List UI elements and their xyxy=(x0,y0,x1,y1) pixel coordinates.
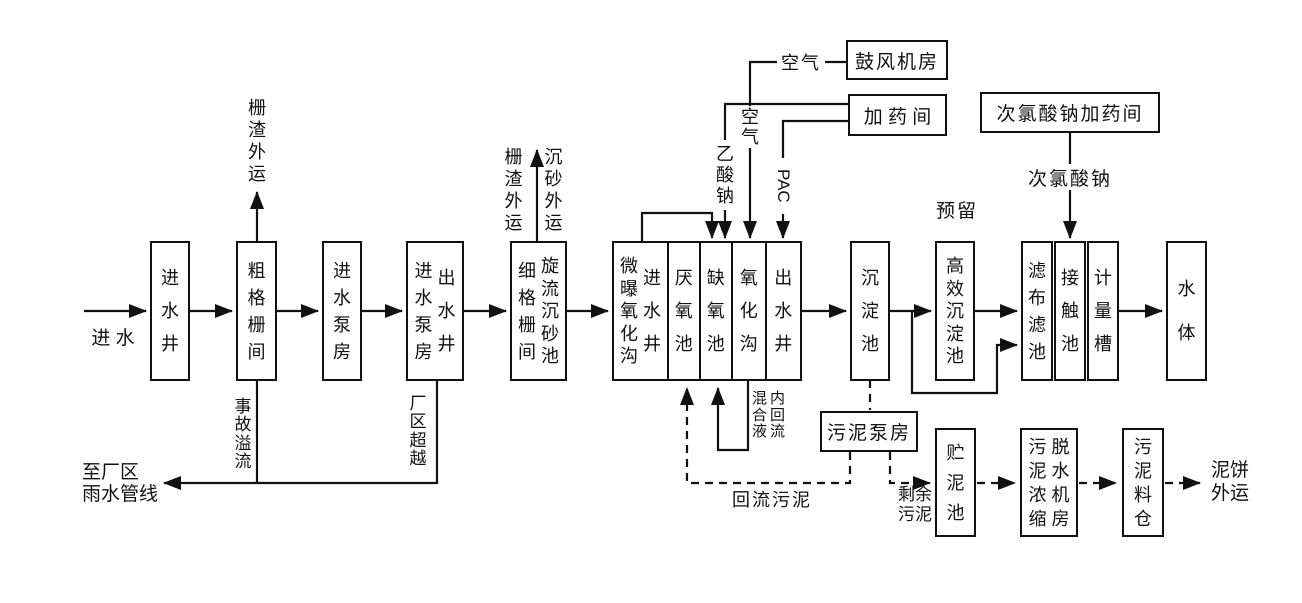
label-sodium-acetate: 乙酸钠 xyxy=(712,140,738,210)
cell-oxidation-ditch: 氧化沟 xyxy=(731,243,765,379)
cell-anoxic-tank: 缺氧池 xyxy=(698,243,732,379)
anoxic-tank-label: 缺氧池 xyxy=(706,268,725,354)
inlet-pump-column-label: 进水泵房 xyxy=(414,260,433,362)
box-hypochlorite-dosing-room: 次氯酸钠加药间 xyxy=(980,92,1160,133)
cell-ditch-outlet-well: 出水井 xyxy=(764,243,801,379)
water-body-label: 水体 xyxy=(1177,279,1196,343)
box-sedimentation-tank: 沉淀池 xyxy=(850,241,890,381)
box-inlet-well-label: 进水井 xyxy=(161,268,179,354)
outlet-well-column-label: 出水井 xyxy=(437,268,456,354)
box-inlet-well: 进水井 xyxy=(150,241,190,381)
label-sodium-hypochlorite: 次氯酸钠 xyxy=(1023,164,1117,190)
dashed-excess-sludge xyxy=(888,452,931,490)
label-reserved: 预留 xyxy=(935,200,978,222)
blower-room-label: 鼓风机房 xyxy=(854,51,939,73)
label-plant-bypass: 厂区超越 xyxy=(409,393,427,469)
label-air-horizontal: 空气 xyxy=(777,51,825,73)
line-air xyxy=(743,60,847,239)
sedimentation-tank-label: 沉淀池 xyxy=(861,268,879,354)
label-screenings-removal-coarse: 栅渣外运 xyxy=(248,98,266,184)
label-pac: PAC xyxy=(770,158,796,214)
label-accident-overflow: 事故溢流 xyxy=(234,396,252,472)
sludge-thickening-column-label: 污泥浓缩 xyxy=(1028,436,1047,529)
line-internal-recycle xyxy=(711,380,750,452)
hypochlorite-dosing-room-label: 次氯酸钠加药间 xyxy=(996,104,1144,125)
line-bypass-to-filter xyxy=(910,311,1018,395)
label-influent: 进 水 xyxy=(91,327,135,349)
box-sludge-pump-station: 污泥泵房 xyxy=(820,411,918,452)
label-screenings-removal-fine: 栅渣外运 xyxy=(504,147,523,233)
cell-cloth-media-filter: 滤布滤池 xyxy=(1021,241,1053,381)
box-high-efficiency-sedimentation-tank: 高效沉淀池 xyxy=(935,241,975,381)
label-air-vertical: 空气 xyxy=(737,106,763,148)
box-sludge-storage-tank: 贮泥池 xyxy=(935,428,976,537)
box-inlet-pump-station-label: 进水泵房 xyxy=(333,260,351,362)
label-mixed-liquor-internal-recycle: 混合液 内回流 xyxy=(752,391,785,439)
box-oxidation-ditch-unit: 微曝氧化沟 进水井 厌氧池 缺氧池 氧化沟 出水井 xyxy=(612,241,802,381)
label-sludge-cake-removal: 泥饼 外运 xyxy=(1211,460,1250,504)
high-efficiency-sedimentation-label: 高效沉淀池 xyxy=(946,256,964,366)
line-plant-bypass xyxy=(163,379,439,490)
box-filter-contact-measuring-group: 滤布滤池 接触池 计量槽 xyxy=(1021,241,1119,381)
box-fine-screen-grit: 细格栅间 旋流沉砂池 xyxy=(510,241,567,381)
ditch-outlet-well-label: 出水井 xyxy=(774,268,793,354)
box-water-body: 水体 xyxy=(1166,241,1207,381)
micro-aeration-ditch-label: 微曝氧化沟 xyxy=(620,256,638,366)
box-blower-room: 鼓风机房 xyxy=(846,40,948,80)
box-inlet-pump-outlet-well: 进水泵房 出水井 xyxy=(406,241,464,381)
label-grit-removal: 沉砂外运 xyxy=(544,147,563,233)
label-return-sludge: 回流污泥 xyxy=(732,490,812,510)
dosing-room-label: 加 药 间 xyxy=(863,106,932,128)
line-inletwell-to-anoxic xyxy=(640,211,719,241)
vortex-grit-column-label: 旋流沉砂池 xyxy=(541,256,559,366)
label-excess-sludge: 剩余 污泥 xyxy=(898,485,932,524)
box-sludge-silo: 污泥料仓 xyxy=(1122,428,1164,537)
mixed-liquor-column: 混合液 xyxy=(752,390,768,440)
cell-measuring-tank: 计量槽 xyxy=(1087,241,1119,381)
ditch-inlet-well-label: 进水井 xyxy=(643,268,661,354)
sludge-pump-station-label: 污泥泵房 xyxy=(826,423,911,444)
box-dosing-room: 加 药 间 xyxy=(848,94,947,136)
internal-recycle-column: 内回流 xyxy=(770,390,786,440)
cell-ditch-inlet-well: 微曝氧化沟 进水井 xyxy=(614,243,667,379)
sludge-storage-tank-label: 贮泥池 xyxy=(946,442,965,523)
box-inlet-pump-station: 进水泵房 xyxy=(322,241,362,381)
anaerobic-tank-label: 厌氧池 xyxy=(674,268,693,354)
measuring-tank-label: 计量槽 xyxy=(1094,268,1112,354)
label-to-plant-rainwater-line: 至厂区 雨水管线 xyxy=(82,462,159,505)
cloth-media-filter-label: 滤布滤池 xyxy=(1028,260,1046,362)
sludge-silo-label: 污泥料仓 xyxy=(1134,436,1152,529)
cell-anaerobic-tank: 厌氧池 xyxy=(667,243,699,379)
oxidation-ditch-label: 氧化沟 xyxy=(739,268,758,354)
dewatering-room-column-label: 脱水机房 xyxy=(1051,436,1070,529)
fine-screen-column-label: 细格栅间 xyxy=(518,260,536,362)
box-coarse-screen-room-label: 粗格栅间 xyxy=(247,260,266,362)
cell-contact-tank: 接触池 xyxy=(1054,241,1086,381)
dashed-return-sludge xyxy=(680,387,852,485)
box-coarse-screen-room: 粗格栅间 xyxy=(236,241,277,381)
box-sludge-thickening-dewatering: 污泥浓缩 脱水机房 xyxy=(1020,428,1078,537)
contact-tank-label: 接触池 xyxy=(1061,268,1079,354)
